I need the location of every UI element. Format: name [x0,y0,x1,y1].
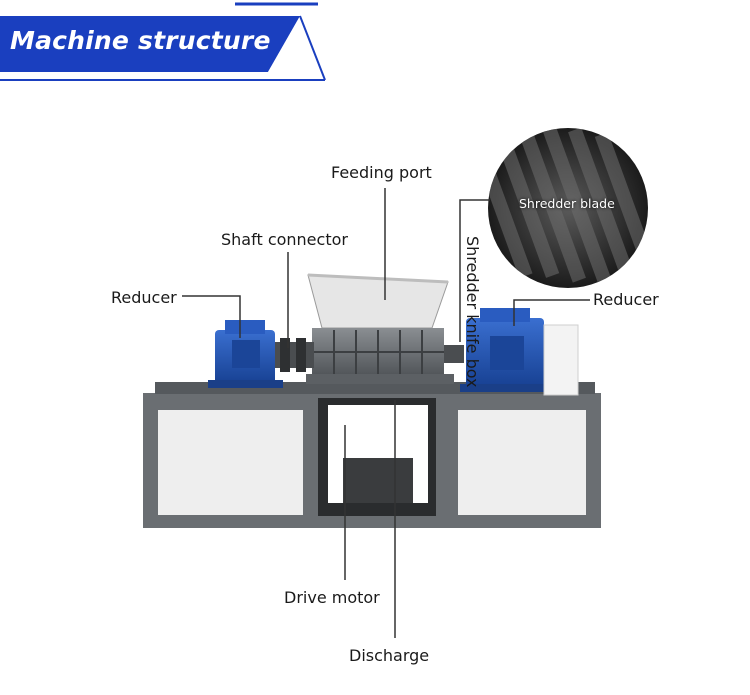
label-shredder-knife-box: Shredder knife box [462,236,482,388]
base-frame [143,382,601,528]
label-reducer-left: Reducer [111,288,177,307]
left-reducer [208,320,283,388]
shredder-knife-box [306,328,454,384]
label-shredder-blade: Shredder blade [519,196,615,211]
label-discharge: Discharge [349,646,429,665]
label-shaft-connector: Shaft connector [221,230,348,249]
label-drive-motor: Drive motor [284,588,380,607]
label-feeding-port: Feeding port [331,163,432,182]
feeding-hopper [308,275,448,328]
label-reducer-right: Reducer [593,290,659,309]
